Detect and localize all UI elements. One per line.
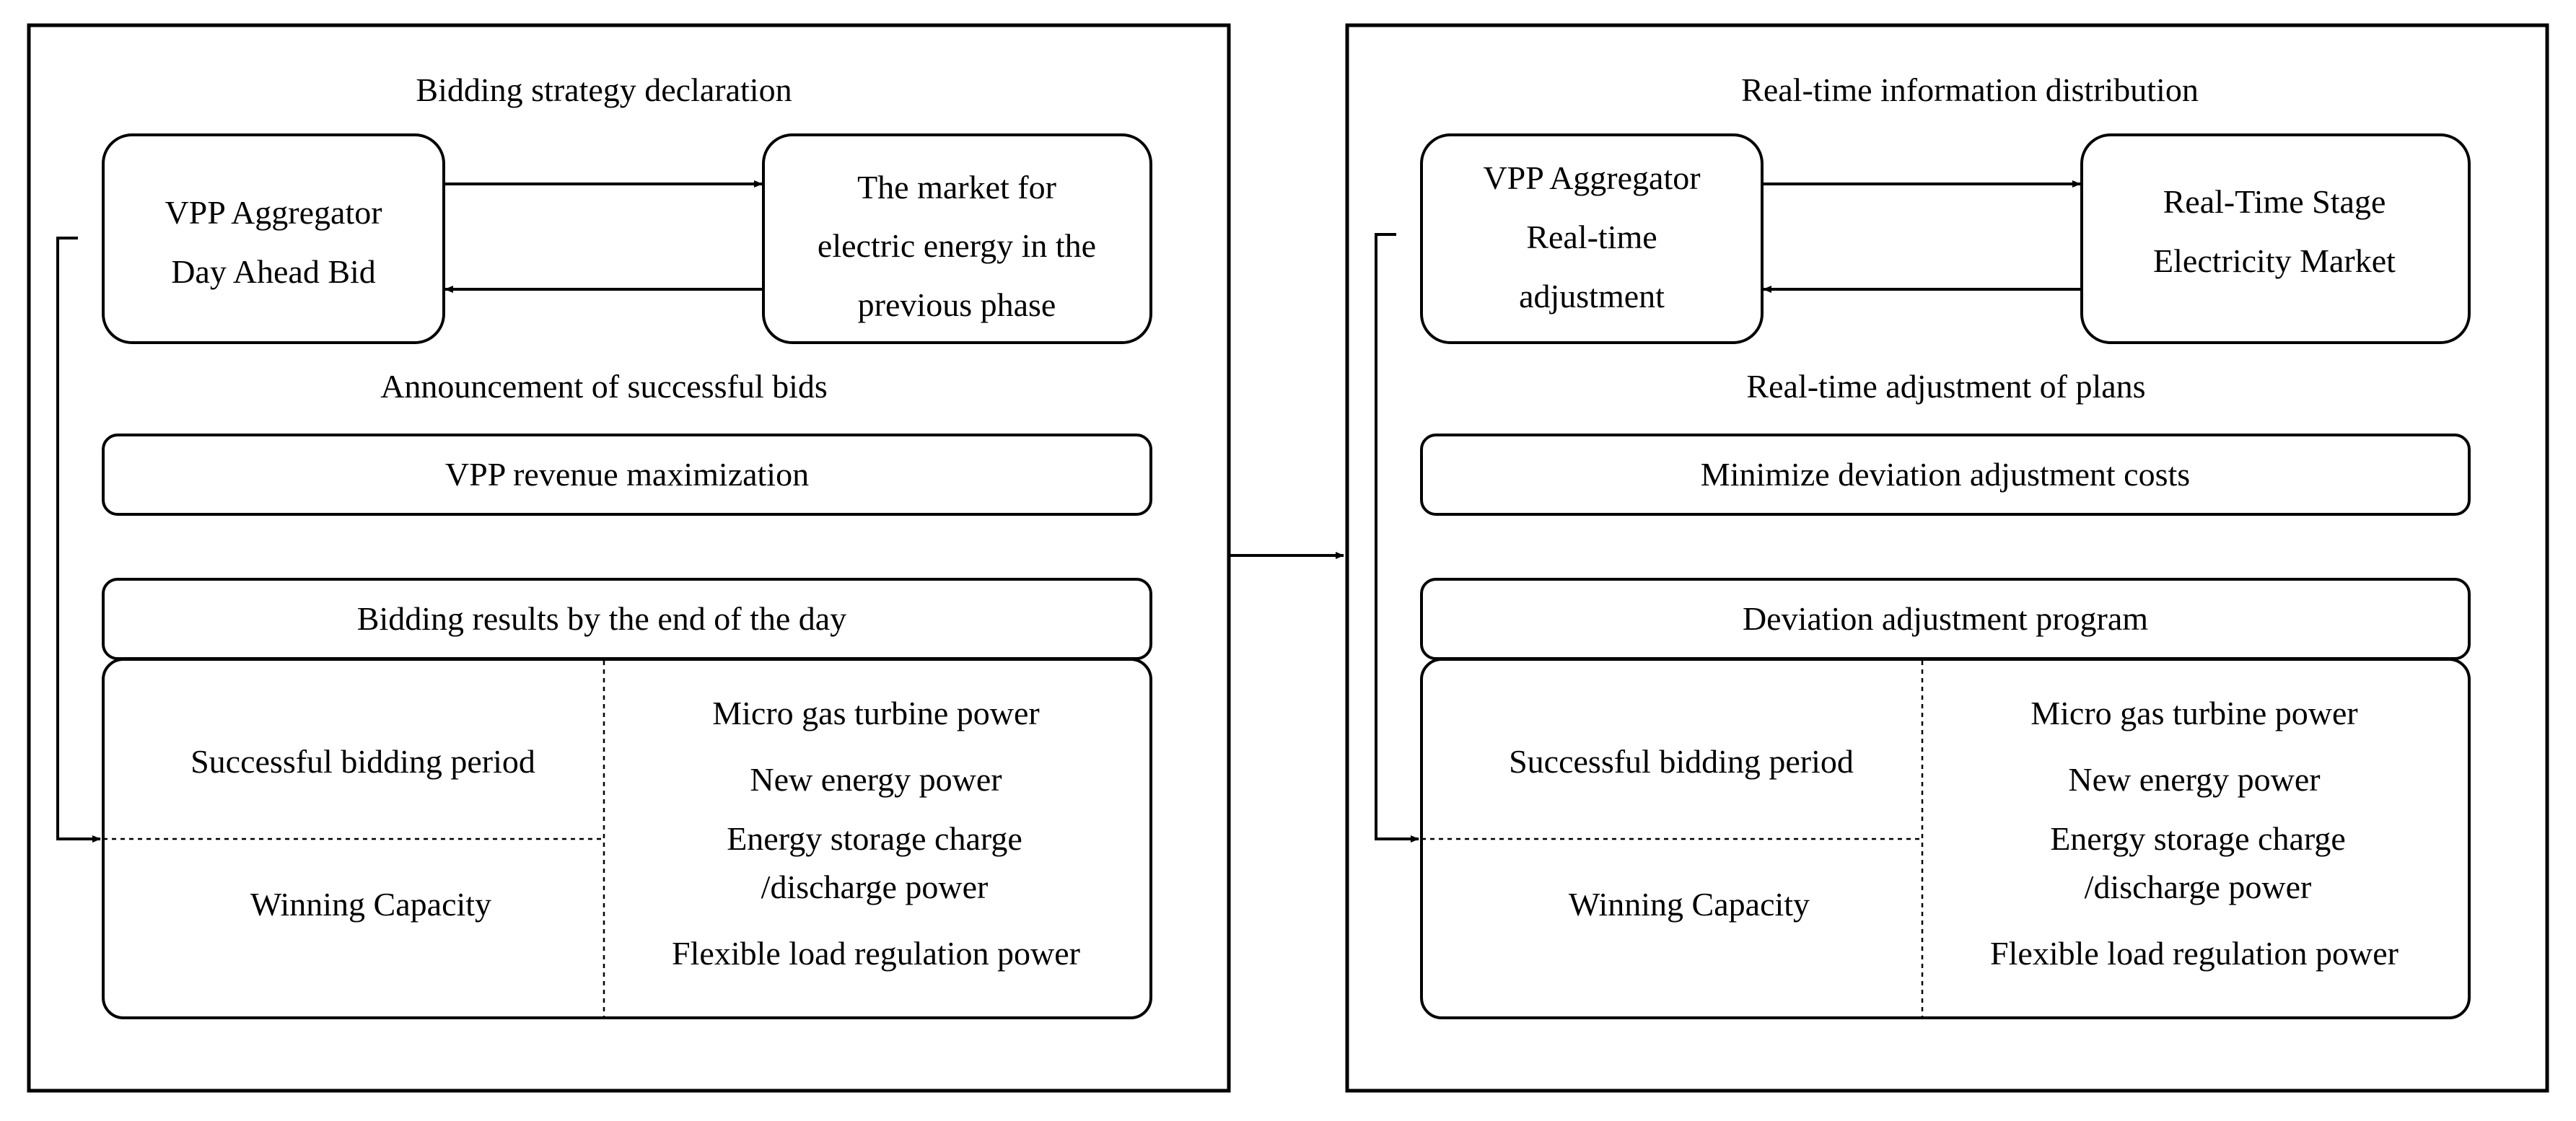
left-panel-frame (27, 23, 1231, 1093)
left-market-line-2: electric energy in the (818, 227, 1096, 264)
right-period-label: Successful bidding period (1509, 743, 1854, 780)
left-objective-box (102, 434, 1152, 516)
right-power-item: Micro gas turbine power (2030, 695, 2358, 731)
left-market-line-3: previous phase (858, 286, 1056, 323)
left-heading: Bidding strategy declaration (416, 71, 792, 108)
right-objective-text: Minimize deviation adjustment costs (1701, 456, 2190, 493)
right-panel: Real-time information distribution VPP A… (1345, 23, 2549, 1093)
right-market-box (2080, 133, 2471, 344)
left-objective-text: VPP revenue maximization (445, 456, 809, 493)
right-aggregator-line-2: Real-time (1526, 219, 1657, 255)
left-feedback-arrow (56, 237, 101, 843)
left-aggregator-box (102, 133, 445, 344)
right-power-item: /discharge power (2085, 869, 2312, 905)
right-results-title: Deviation adjustment program (1743, 600, 2148, 637)
left-market-box (762, 133, 1152, 344)
right-objective-box (1420, 434, 2471, 516)
right-market-line-1: Real-Time Stage (2163, 183, 2386, 220)
right-power-item: New energy power (2068, 761, 2320, 798)
right-feedback-arrow (1375, 233, 1419, 843)
left-aggregator-line-1: VPP Aggregator (165, 194, 382, 231)
left-panel: Bidding strategy declaration VPP Aggrega… (27, 23, 1231, 1093)
right-announcement: Real-time adjustment of plans (1746, 368, 2145, 405)
right-aggregator-line-3: adjustment (1519, 278, 1665, 315)
left-power-item: Energy storage charge (727, 820, 1022, 857)
left-power-item: Micro gas turbine power (712, 695, 1040, 731)
left-power-item: Flexible load regulation power (672, 935, 1080, 972)
left-market-line-1: The market for (857, 169, 1056, 206)
right-capacity-label: Winning Capacity (1569, 886, 1810, 923)
left-power-item: New energy power (750, 761, 1002, 798)
right-market-line-2: Electricity Market (2153, 242, 2396, 279)
right-power-item: Flexible load regulation power (1990, 935, 2398, 972)
right-aggregator-line-1: VPP Aggregator (1483, 159, 1700, 196)
left-aggregator-line-2: Day Ahead Bid (171, 253, 376, 290)
left-results-title: Bidding results by the end of the day (357, 600, 846, 637)
right-aggregator-box (1420, 133, 1764, 344)
left-period-label: Successful bidding period (190, 743, 535, 780)
left-power-item: /discharge power (761, 869, 989, 905)
left-capacity-label: Winning Capacity (250, 886, 491, 923)
right-power-item: Energy storage charge (2050, 820, 2346, 857)
right-heading: Real-time information distribution (1741, 71, 2199, 108)
right-panel-frame (1345, 23, 2549, 1093)
left-announcement: Announcement of successful bids (380, 368, 828, 405)
